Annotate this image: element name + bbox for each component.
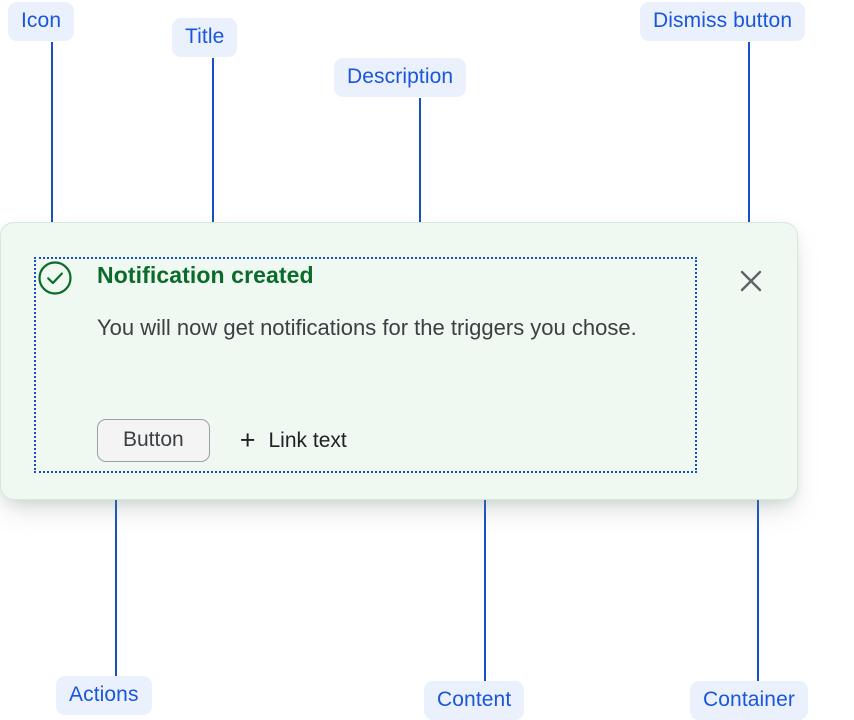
leader-line-icon	[51, 42, 53, 248]
annotation-label-icon: Icon	[8, 2, 75, 41]
annotation-label-container: Container	[690, 681, 808, 720]
leader-line-container	[757, 476, 759, 681]
action-link-label: Link text	[268, 428, 347, 452]
leader-line-dismiss-button	[748, 42, 750, 248]
notification-container: Notification created You will now get no…	[0, 222, 798, 500]
annotation-label-content: Content	[424, 681, 525, 720]
close-icon[interactable]	[734, 264, 768, 298]
leader-line-description	[419, 98, 421, 304]
leader-line-actions	[115, 473, 117, 676]
leader-line-title	[212, 58, 214, 259]
annotation-label-title: Title	[172, 18, 238, 57]
check-circle-icon	[37, 260, 73, 296]
notification-description: You will now get notifications for the t…	[97, 315, 637, 340]
notification-actions: Button + Link text	[97, 419, 347, 462]
action-link[interactable]: + Link text	[240, 427, 347, 454]
annotation-label-description: Description	[334, 58, 467, 97]
action-button[interactable]: Button	[97, 419, 210, 462]
annotation-label-actions: Actions	[56, 676, 152, 715]
leader-line-content	[484, 476, 486, 681]
plus-icon: +	[239, 425, 256, 455]
notification-title: Notification created	[97, 262, 314, 288]
annotation-label-dismiss-button: Dismiss button	[640, 2, 806, 41]
